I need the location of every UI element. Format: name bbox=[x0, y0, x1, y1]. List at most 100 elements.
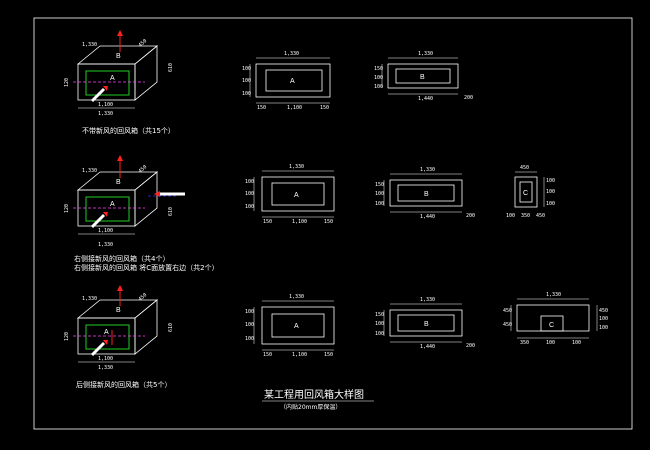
row-2-view-a-dim: 100 bbox=[245, 191, 254, 197]
row-2-iso-dim: 450 bbox=[137, 164, 148, 174]
row-1-caption: 不带新风的回风箱（共15个） bbox=[82, 126, 175, 135]
row-1-iso-label-a: A bbox=[110, 75, 115, 82]
row-2-view-b-dim: 100 bbox=[375, 191, 384, 197]
row-3-rear-fresh-air: B A 1,330 1,100 1,330 610 120 450 后侧接新风的… bbox=[64, 285, 608, 389]
row-3-caption: 后侧接新风的回风箱（共5个） bbox=[76, 380, 171, 389]
row-2-view-b: B 1,330 1,440 150 100 100 200 bbox=[375, 167, 475, 220]
row-1-view-a-label: A bbox=[290, 78, 295, 85]
row-1-view-b-dim: 200 bbox=[464, 95, 473, 101]
row-2-iso-dim: 1,330 bbox=[82, 168, 97, 174]
row-3-iso-dim: 1,100 bbox=[98, 356, 113, 362]
row-3-view-a-label: A bbox=[294, 323, 299, 330]
row-1-iso-dim: 450 bbox=[137, 38, 148, 48]
row-3-view-a-dim: 150 bbox=[263, 352, 272, 358]
row-3-view-b-dim: 1,330 bbox=[420, 297, 435, 303]
drawing-title: 某工程用回风箱大样图 bbox=[264, 388, 364, 401]
row-3-view-a-dim: 1,100 bbox=[292, 352, 307, 358]
row-2-view-c-dim: 100 bbox=[546, 201, 555, 207]
row-2-view-c-dim: 450 bbox=[520, 165, 529, 171]
row-3-view-b-dim: 150 bbox=[375, 312, 384, 318]
row-2-view-a-label: A bbox=[294, 192, 299, 199]
row-1-view-b-dim: 150 bbox=[374, 66, 383, 72]
row-3-iso-dim: 450 bbox=[137, 292, 148, 302]
row-1-view-a-dim: 100 bbox=[242, 91, 251, 97]
row-3-view-a-dim: 100 bbox=[245, 322, 254, 328]
row-2-view-b-label: B bbox=[424, 191, 429, 198]
row-3-green-opening bbox=[85, 324, 130, 350]
row-1-isometric-view: B A 1,330 1,100 1,330 610 120 450 bbox=[64, 30, 174, 117]
row-2-caption-2: 右侧接新风的回风箱 将C面放置右边（共2个） bbox=[74, 263, 219, 272]
row-3-view-a: A 1,330 1,100 100 100 100 150 150 bbox=[245, 294, 335, 358]
row-1-iso-dim: 120 bbox=[64, 78, 70, 87]
row-2-view-a: A 1,330 1,100 100 100 100 150 150 bbox=[245, 164, 335, 225]
row-2-iso-dim: 1,100 bbox=[98, 228, 113, 234]
row-2-view-c: C 450 100 100 100 350 100 450 bbox=[506, 165, 555, 219]
row-1-view-a: A 1,330 1,100 100 100 100 150 150 bbox=[242, 51, 331, 111]
row-2-caption-1: 右侧接新风的回风箱（共4个） bbox=[74, 254, 169, 263]
row-1-view-a-dim: 150 bbox=[320, 105, 329, 111]
row-1-view-b-dim: 1,330 bbox=[418, 51, 433, 57]
row-2-view-c-dim: 450 bbox=[536, 213, 545, 219]
row-2-view-b-dim: 150 bbox=[375, 182, 384, 188]
row-3-view-c-dim: 350 bbox=[520, 340, 529, 346]
row-2-view-a-dim: 1,100 bbox=[292, 219, 307, 225]
row-3-view-c-dim: 100 bbox=[599, 316, 608, 322]
row-1-view-a-dim: 1,330 bbox=[284, 51, 299, 57]
row-2-view-c-dim: 100 bbox=[546, 189, 555, 195]
row-1-view-b-dim: 100 bbox=[374, 75, 383, 81]
drawing-subtitle: （内贴20mm厚保温） bbox=[280, 403, 341, 411]
row-2-iso-label-a: A bbox=[110, 201, 115, 208]
row-2-view-b-dim: 100 bbox=[375, 201, 384, 207]
row-2-view-a-dim: 100 bbox=[245, 179, 254, 185]
row-2-green-opening bbox=[85, 196, 130, 222]
row-1-view-a-dim: 1,100 bbox=[287, 105, 302, 111]
row-2-view-b-dim: 200 bbox=[466, 213, 475, 219]
row-3-iso-label-b: B bbox=[116, 307, 121, 314]
row-3-iso-dim: 610 bbox=[168, 323, 174, 332]
row-2-view-c-dim: 100 bbox=[506, 213, 515, 219]
row-1-view-b-dim: 100 bbox=[374, 84, 383, 90]
row-1-view-a-dim: 100 bbox=[242, 66, 251, 72]
row-3-view-c-dim: 100 bbox=[546, 340, 555, 346]
row-1-no-fresh-air: B A 1,330 1,100 1,330 610 120 450 不带新风的回… bbox=[64, 30, 473, 135]
row-3-view-a-dim: 1,330 bbox=[289, 294, 304, 300]
row-3-view-a-dim: 100 bbox=[245, 309, 254, 315]
row-3-view-c-dim: 100 bbox=[599, 325, 608, 331]
row-2-iso-dim: 610 bbox=[168, 207, 174, 216]
row-1-iso-label-b: B bbox=[116, 53, 121, 60]
row-1-iso-dim: 1,330 bbox=[98, 111, 113, 117]
row-3-view-c-label: C bbox=[549, 322, 554, 329]
row-3-view-a-dim: 100 bbox=[245, 336, 254, 342]
row-3-view-b: B 1,330 1,440 150 100 100 200 bbox=[375, 297, 475, 350]
row-3-iso-dim: 120 bbox=[64, 332, 70, 341]
row-1-green-opening bbox=[85, 70, 130, 96]
row-1-iso-dim: 1,100 bbox=[98, 102, 113, 108]
row-2-right-fresh-air: B A 1,330 1,100 1,330 610 120 450 右侧接新风的… bbox=[64, 155, 555, 272]
row-3-view-c: C 1,330 450 450 100 100 100 350 100 450 bbox=[503, 292, 608, 346]
row-3-iso-label-a: A bbox=[104, 329, 109, 336]
row-3-view-b-dim: 100 bbox=[375, 321, 384, 327]
row-1-iso-dim: 610 bbox=[168, 63, 174, 72]
row-2-view-a-dim: 150 bbox=[324, 219, 333, 225]
row-2-iso-dim: 120 bbox=[64, 204, 70, 213]
row-3-view-b-dim: 100 bbox=[375, 331, 384, 337]
row-3-iso-dim: 1,330 bbox=[98, 365, 113, 371]
row-1-view-b: B 1,330 1,440 150 100 100 200 bbox=[374, 51, 473, 102]
row-2-view-c-dim: 100 bbox=[546, 178, 555, 184]
row-3-view-c-dim: 100 bbox=[572, 340, 581, 346]
drawing-border-frame bbox=[33, 17, 633, 430]
row-2-view-c-label: C bbox=[523, 190, 528, 197]
row-3-view-b-dim: 1,440 bbox=[420, 344, 435, 350]
row-2-view-a-dim: 150 bbox=[263, 219, 272, 225]
row-1-view-a-dim: 100 bbox=[242, 78, 251, 84]
row-3-view-b-label: B bbox=[424, 321, 429, 328]
row-2-view-b-dim: 1,440 bbox=[420, 214, 435, 220]
row-3-view-c-dim: 450 bbox=[599, 308, 608, 314]
row-3-iso-dim: 1,330 bbox=[82, 296, 97, 302]
row-3-view-c-dim: 450 bbox=[503, 308, 512, 314]
row-2-iso-dim: 1,330 bbox=[98, 242, 113, 248]
row-3-view-c-dim: 1,330 bbox=[546, 292, 561, 298]
row-1-iso-dim: 1,330 bbox=[82, 42, 97, 48]
